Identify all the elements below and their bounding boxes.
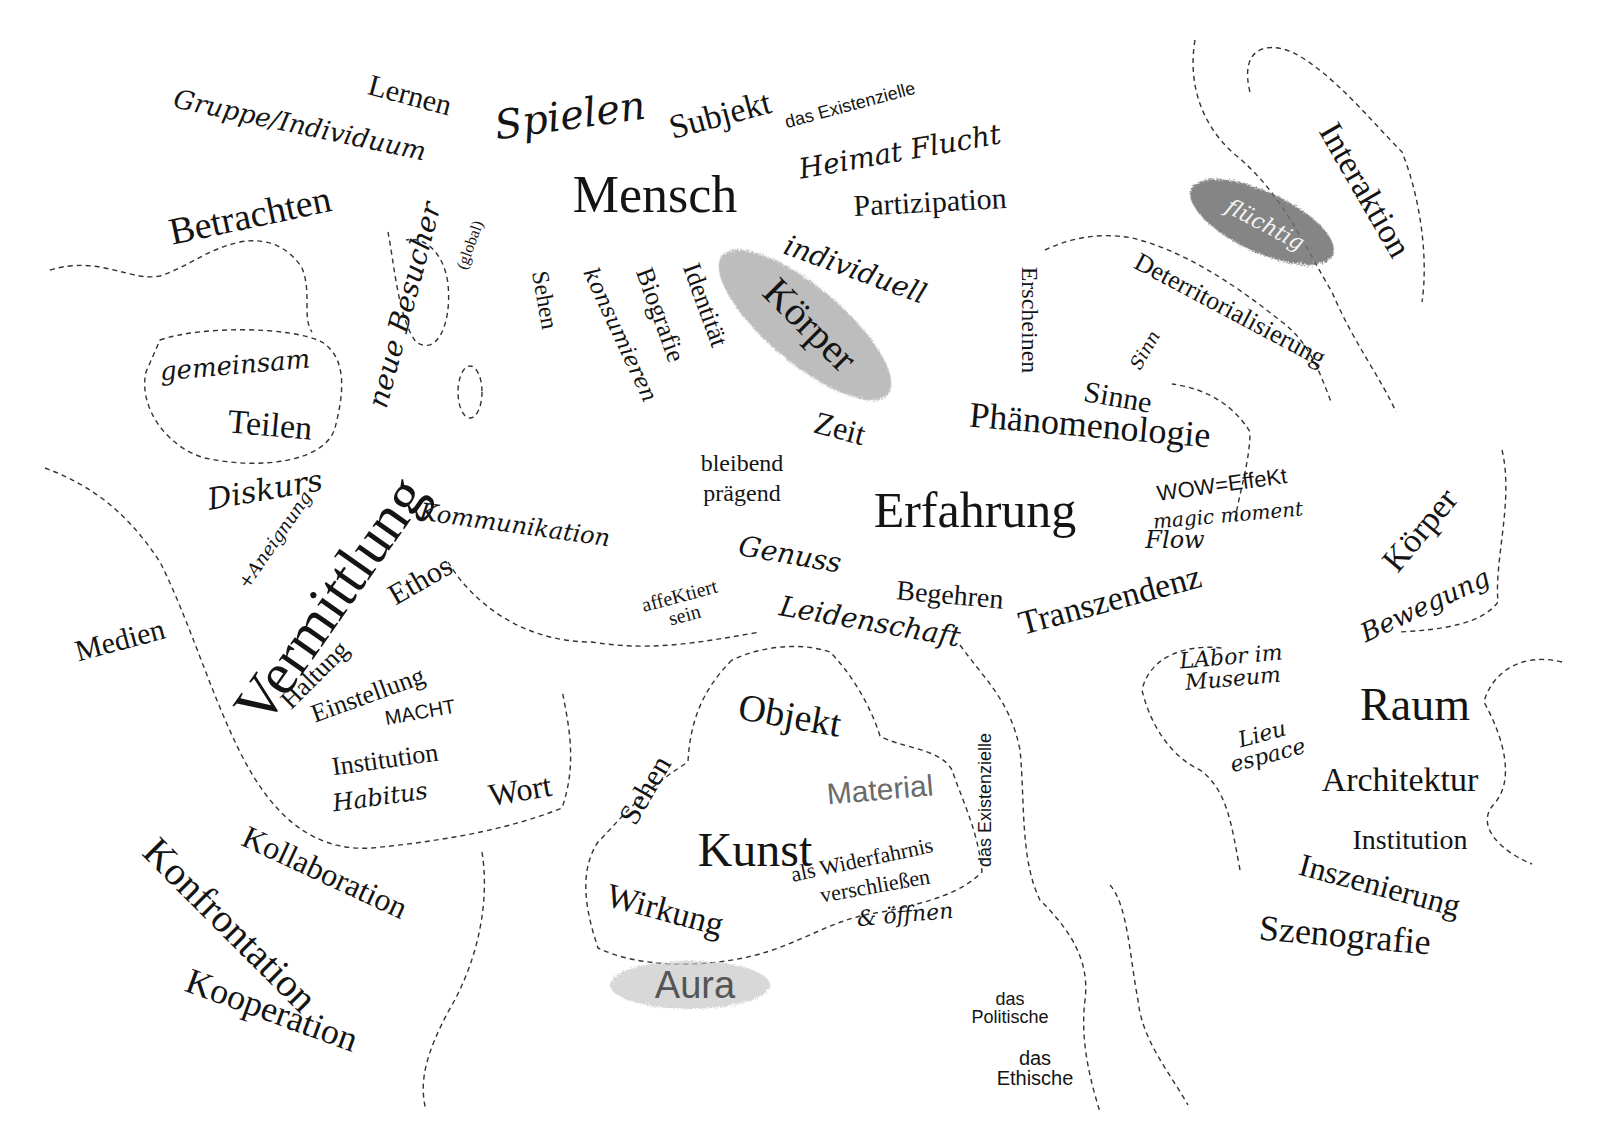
word-label: das Existenzielle xyxy=(783,79,917,131)
word-label: Material xyxy=(826,770,935,809)
word-label: Sehen xyxy=(528,269,562,331)
word-label: Heimat Flucht xyxy=(797,120,1003,183)
word-label: Kommunikation xyxy=(418,500,611,550)
word-label: Erscheinen xyxy=(1018,267,1042,374)
word-label: WOW=EffeKt xyxy=(1156,465,1289,505)
word-label: MACHT xyxy=(383,696,457,728)
word-label: gemeinsam xyxy=(159,345,311,384)
word-label: Spielen xyxy=(492,85,648,146)
word-label: Aura xyxy=(655,966,735,1004)
word-label: prägend xyxy=(703,481,780,505)
word-label: Körper xyxy=(1376,482,1464,578)
word-label: Szenografie xyxy=(1258,910,1432,961)
word-label: Transzendenz xyxy=(1015,559,1205,640)
word-label: neue Besucher xyxy=(364,199,446,410)
word-label: LAbor im Museum xyxy=(1155,640,1308,697)
word-label: Phänomenologie xyxy=(968,397,1212,454)
word-label: Bewegung xyxy=(1357,564,1494,646)
scribble xyxy=(610,961,770,1009)
word-label: Institution xyxy=(330,740,439,781)
word-label: Begehren xyxy=(895,576,1004,613)
word-label: Sinn xyxy=(1127,328,1163,373)
word-label: das Politische xyxy=(955,990,1065,1026)
word-label: das Ethische xyxy=(985,1048,1085,1088)
word-label: Institution xyxy=(1352,826,1467,854)
word-label: (global) xyxy=(454,218,486,271)
word-label: Lernen xyxy=(365,70,455,121)
word-label: Partizipation xyxy=(853,183,1008,221)
word-label: Wort xyxy=(486,769,554,811)
word-label: Lieu espace xyxy=(1221,713,1310,776)
word-label: Teilen xyxy=(226,404,313,445)
word-label: Habitus xyxy=(331,778,429,815)
word-label: Betrachten xyxy=(166,179,335,250)
pencil-scribbles xyxy=(610,162,1345,1009)
word-label: magic moment xyxy=(1152,498,1304,531)
word-label: Architektur xyxy=(1322,763,1479,797)
word-label: Medien xyxy=(72,614,168,667)
word-label: bleibend xyxy=(701,451,784,475)
scribble xyxy=(1179,162,1346,282)
word-label: Sehen xyxy=(614,751,677,830)
word-label: Kollaboration xyxy=(238,820,413,924)
word-label: Deterritorialisierung xyxy=(1130,249,1330,372)
word-label: Wirkung xyxy=(603,878,727,942)
word-label: Raum xyxy=(1360,682,1470,728)
word-label: Erfahrung xyxy=(874,485,1077,535)
word-label: Inszenierung xyxy=(1296,848,1464,922)
word-label: & öffnen xyxy=(856,900,954,930)
word-label: Flow xyxy=(1145,528,1204,552)
word-label: das Existenzielle xyxy=(976,733,994,867)
word-label: affeKtiert sein xyxy=(633,574,730,636)
word-label: Subjekt xyxy=(665,85,774,145)
word-label: Zeit xyxy=(811,406,869,450)
word-label: Objekt xyxy=(736,687,844,742)
dashed-borders xyxy=(45,40,1562,1112)
word-label: Genuss xyxy=(736,532,843,578)
word-label: Mensch xyxy=(573,169,738,221)
